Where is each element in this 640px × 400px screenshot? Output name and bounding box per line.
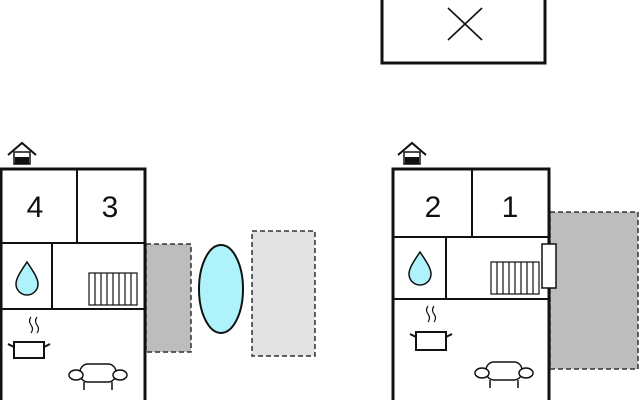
terrace-light (251, 230, 316, 357)
cross-box-icon (380, 0, 547, 65)
water-drop-icon (15, 260, 39, 296)
cooking-pot-icon (409, 305, 453, 351)
house-entrance-icon (397, 141, 427, 165)
radiator-icon (490, 261, 540, 295)
terrace-left (145, 243, 192, 353)
radiator-icon (88, 272, 138, 306)
room-number: 2 (425, 191, 442, 224)
room-number: 4 (27, 191, 44, 224)
water-drop-icon (408, 250, 432, 286)
terrace-right (549, 211, 639, 370)
house-entrance-icon (7, 141, 37, 165)
sofa-icon (68, 363, 128, 390)
pool-oval-icon (198, 244, 244, 334)
door-marker (541, 243, 557, 289)
room-number: 3 (102, 191, 119, 224)
unit-left: 4 3 (0, 141, 147, 400)
room-number: 1 (502, 191, 519, 224)
sofa-icon (474, 361, 534, 388)
unit-right: 2 1 (391, 141, 557, 400)
cooking-pot-icon (7, 316, 51, 359)
